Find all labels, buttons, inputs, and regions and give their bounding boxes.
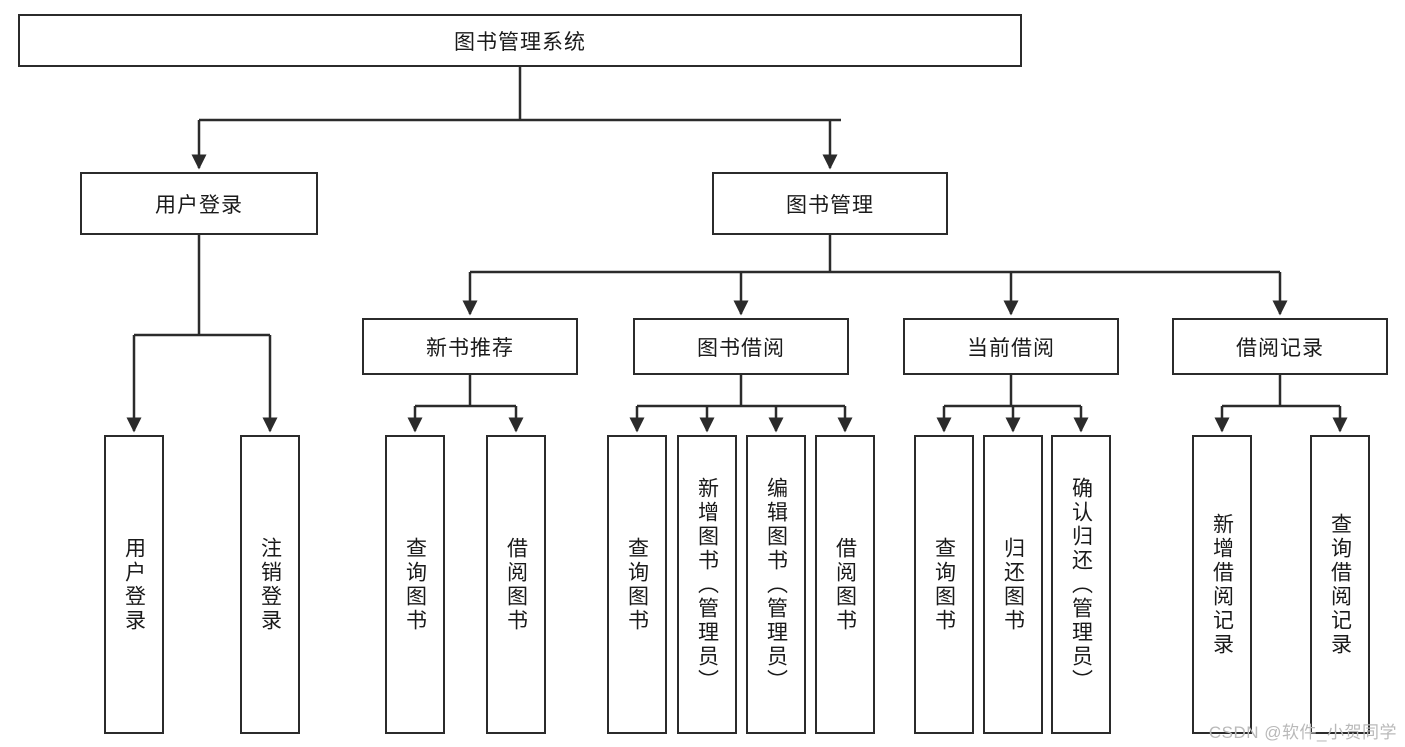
node-label: 归还图书	[1001, 536, 1025, 633]
node-label: 图书管理	[786, 193, 874, 217]
node-leaf-borrow-book[interactable]: 借阅图书	[815, 435, 875, 734]
node-leaf-borrow-book-recommend[interactable]: 借阅图书	[486, 435, 546, 734]
node-label: 新增借阅记录	[1210, 512, 1234, 657]
node-new-book-recommend[interactable]: 新书推荐	[362, 318, 578, 375]
node-label: 新书推荐	[426, 336, 514, 360]
node-label: 查询图书	[403, 536, 427, 633]
node-leaf-add-book-admin[interactable]: 新增图书（管理员）	[677, 435, 737, 734]
node-label: 新增图书（管理员）	[695, 476, 719, 693]
node-leaf-edit-book-admin[interactable]: 编辑图书（管理员）	[746, 435, 806, 734]
node-label: 确认归还（管理员）	[1069, 476, 1093, 693]
node-leaf-query-book-borrow[interactable]: 查询图书	[607, 435, 667, 734]
node-label: 用户登录	[155, 193, 243, 217]
node-leaf-add-borrow-record[interactable]: 新增借阅记录	[1192, 435, 1252, 734]
node-label: 查询图书	[932, 536, 956, 633]
node-leaf-return-book[interactable]: 归还图书	[983, 435, 1043, 734]
node-leaf-query-borrow-record[interactable]: 查询借阅记录	[1310, 435, 1370, 734]
node-borrow-record[interactable]: 借阅记录	[1172, 318, 1388, 375]
node-user-login[interactable]: 用户登录	[80, 172, 318, 235]
csdn-watermark: CSDN @软件_小贺同学	[1208, 723, 1397, 742]
node-label: 编辑图书（管理员）	[764, 476, 788, 693]
node-label: 当前借阅	[967, 336, 1055, 360]
node-label: 注销登录	[258, 536, 282, 633]
node-root[interactable]: 图书管理系统	[18, 14, 1022, 67]
node-leaf-query-book-current[interactable]: 查询图书	[914, 435, 974, 734]
node-label: 借阅记录	[1236, 336, 1324, 360]
node-label: 图书管理系统	[454, 30, 586, 54]
node-leaf-confirm-return-admin[interactable]: 确认归还（管理员）	[1051, 435, 1111, 734]
node-label: 借阅图书	[504, 536, 528, 633]
node-label: 用户登录	[122, 536, 146, 633]
node-current-borrow[interactable]: 当前借阅	[903, 318, 1119, 375]
node-label: 查询借阅记录	[1328, 512, 1352, 657]
node-leaf-user-login[interactable]: 用户登录	[104, 435, 164, 734]
node-label: 图书借阅	[697, 336, 785, 360]
node-label: 查询图书	[625, 536, 649, 633]
node-leaf-query-book-recommend[interactable]: 查询图书	[385, 435, 445, 734]
node-book-borrow[interactable]: 图书借阅	[633, 318, 849, 375]
node-label: 借阅图书	[833, 536, 857, 633]
node-book-manage[interactable]: 图书管理	[712, 172, 948, 235]
node-leaf-user-logout[interactable]: 注销登录	[240, 435, 300, 734]
